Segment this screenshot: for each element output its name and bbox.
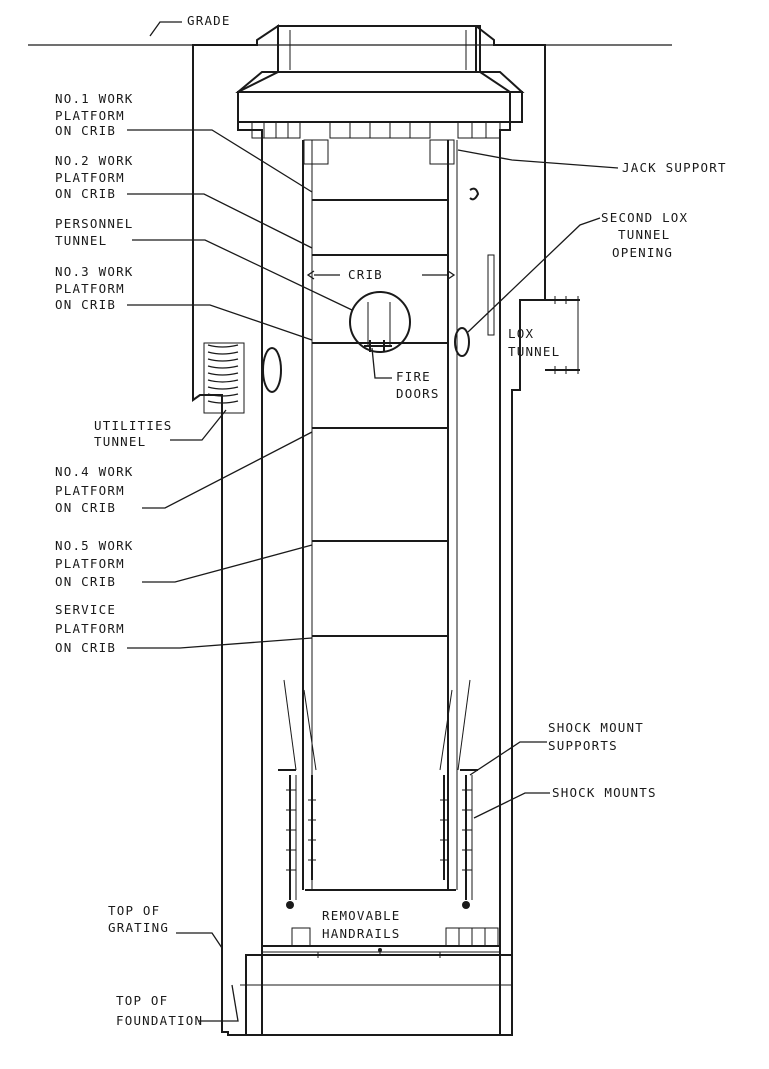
label-shock-mount-supports: SHOCK MOUNT SUPPORTS (548, 720, 653, 753)
leader-lines (127, 21, 619, 1022)
removable-handrails (291, 927, 499, 958)
lox-tunnel (545, 296, 580, 374)
personnel-tunnel-opening (349, 291, 411, 353)
label-jack-support: JACK SUPPORT (622, 160, 727, 175)
fire-doors-marker (364, 340, 392, 352)
label-no5-platform: NO.5 WORK PLATFORM ON CRIB (55, 538, 142, 589)
jack-support-left (303, 139, 329, 165)
label-personnel-tunnel: PERSONNEL TUNNEL (55, 216, 142, 248)
silo-cap (277, 25, 477, 73)
utilities-tunnel (203, 342, 245, 414)
right-wall (473, 25, 546, 1036)
label-utilities-tunnel: UTILITIES TUNNEL (94, 418, 181, 449)
shock-mounts (278, 679, 478, 909)
label-second-lox-tunnel-opening: SECOND LOX TUNNEL OPENING (601, 210, 697, 260)
label-top-of-grating: TOP OF GRATING (108, 903, 169, 935)
crib (302, 139, 458, 891)
utilities-tunnel-opening (262, 347, 282, 393)
label-removable-handrails: REMOVABLE HANDRAILS (322, 908, 409, 941)
label-grade: GRADE (187, 13, 231, 28)
foundation (245, 954, 513, 1036)
label-fire-doors: FIRE DOORS (396, 369, 440, 401)
jack-support-right (429, 139, 455, 165)
second-lox-opening (454, 327, 470, 357)
label-crib: CRIB (348, 267, 383, 282)
left-wall (192, 24, 279, 1036)
label-shock-mounts: SHOCK MOUNTS (552, 785, 657, 800)
label-no1-platform: NO.1 WORK PLATFORM ON CRIB (55, 91, 142, 138)
label-no2-platform: NO.2 WORK PLATFORM ON CRIB (55, 153, 142, 201)
label-no4-platform: NO.4 WORK PLATFORM ON CRIB (55, 464, 142, 515)
label-lox-tunnel: LOX TUNNEL (508, 326, 560, 359)
top-handrails (251, 121, 501, 139)
label-no3-platform: NO.3 WORK PLATFORM ON CRIB (55, 264, 142, 312)
label-service-platform: SERVICE PLATFORM ON CRIB (55, 602, 134, 655)
jack-support-beam (235, 71, 525, 93)
label-top-of-foundation: TOP OF FOUNDATION (116, 993, 203, 1028)
